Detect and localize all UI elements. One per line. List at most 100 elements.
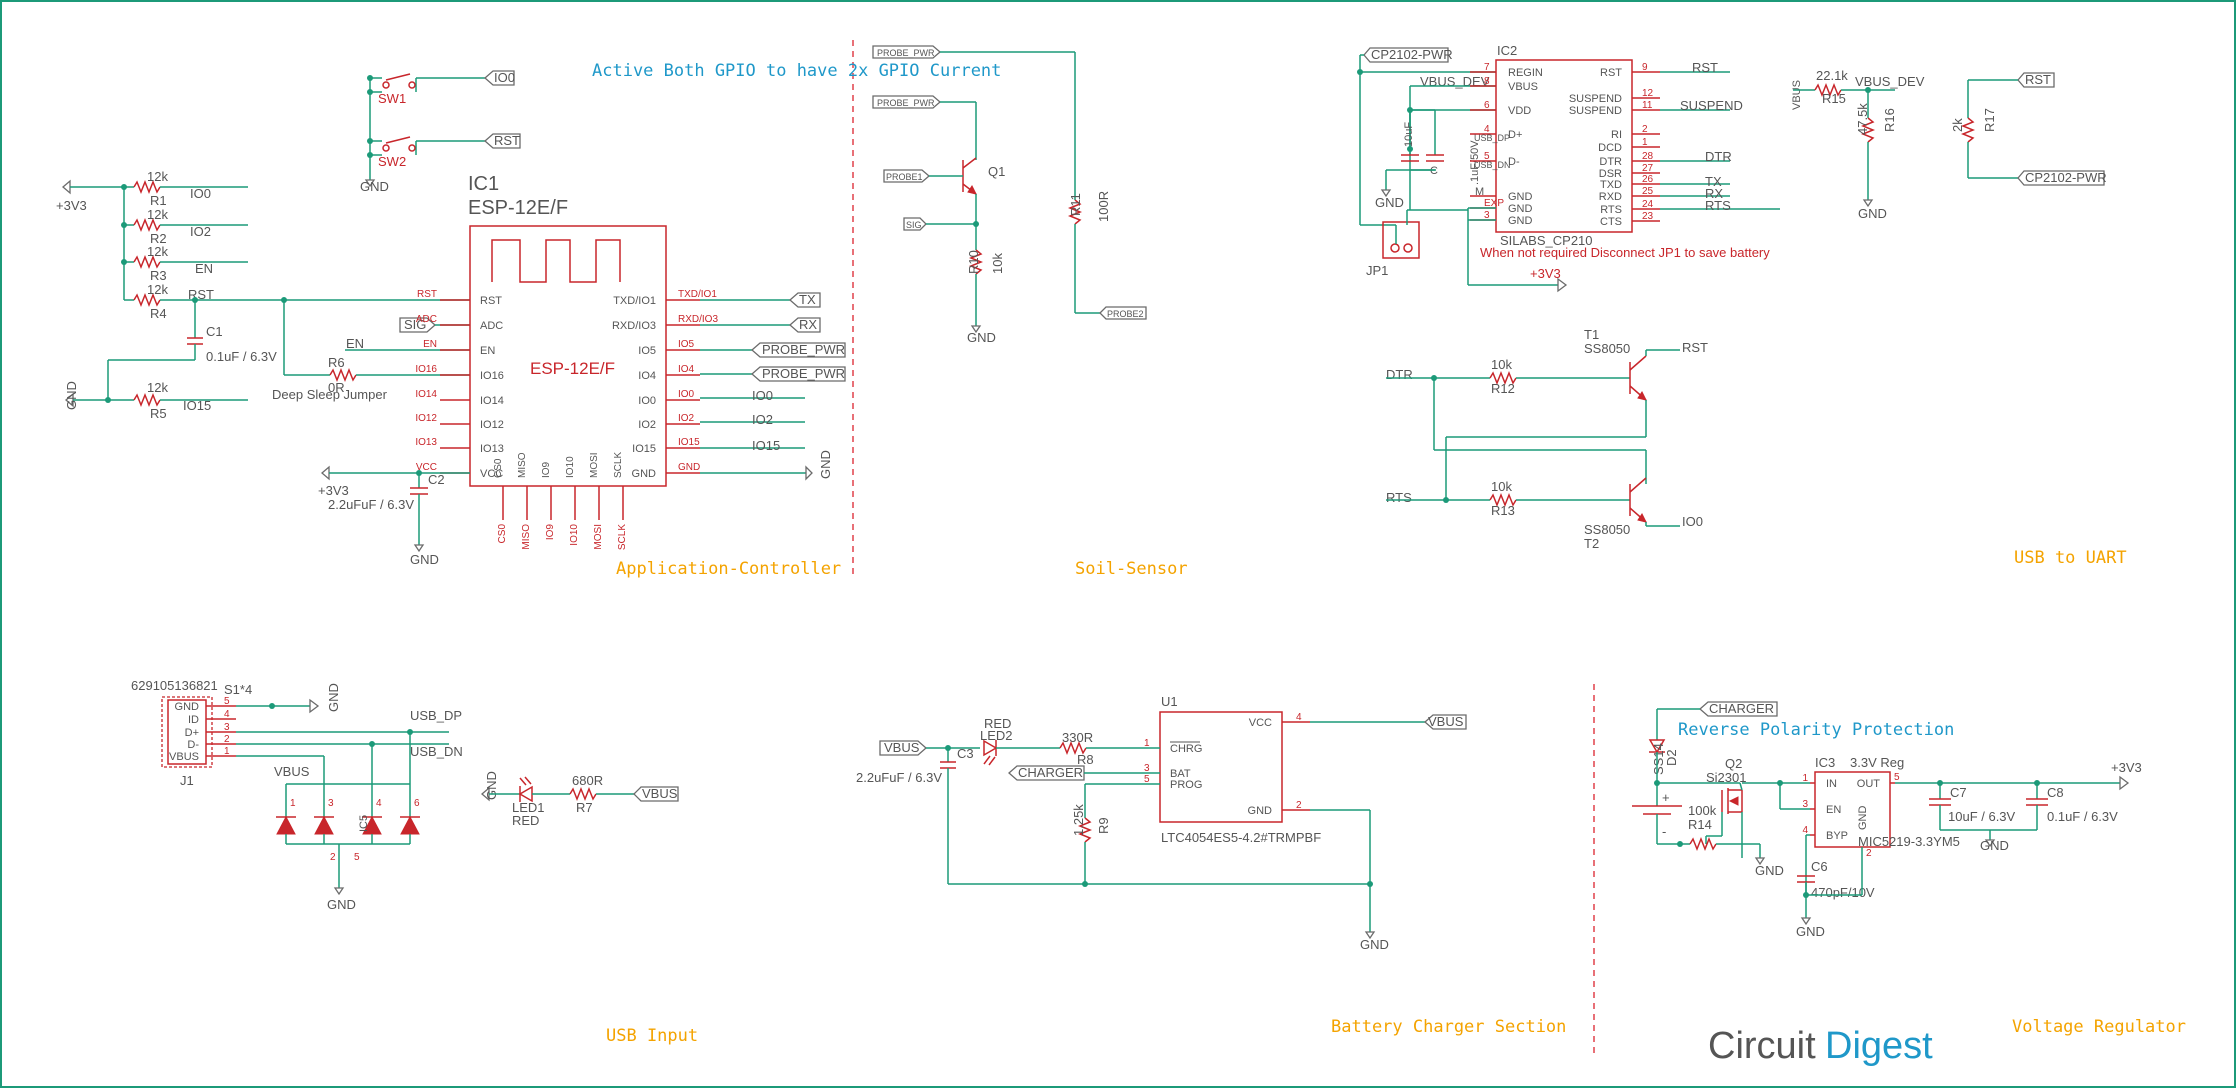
u1-left-pin-num: 3 [1144, 763, 1150, 774]
mcu-left-pin-num: EN [423, 339, 437, 350]
uart-cap-gnd-label: GND [1375, 195, 1404, 210]
r16-value: 47.5k [1855, 103, 1870, 135]
ic2-right-pin-label: CTS [1600, 216, 1622, 228]
led2-symbol [983, 739, 998, 766]
tvs-gnd-symbol [333, 887, 345, 896]
gnd-right-symbol [805, 465, 813, 481]
v33-out-arrow [2119, 775, 2130, 791]
v33-uart-arrow [1557, 277, 1568, 293]
ic3-part: MIC5219-3.3YM5 [1858, 834, 1960, 849]
r16-ref: R16 [1882, 108, 1897, 132]
svg-text:+: + [1662, 790, 1670, 805]
ic2-left-pin-num: EXP [1484, 198, 1504, 209]
j1-pin-label: VBUS [169, 751, 199, 763]
vreg-charger-netlabel: CHARGER [1699, 701, 1778, 717]
svg-text:RST: RST [494, 133, 520, 148]
ic2-left-pin-num: 3 [1484, 210, 1490, 221]
tvs-pin-num: 2 [330, 852, 336, 863]
led1-vbus-netlabel: VBUS [633, 786, 679, 802]
r8-value: 330R [1062, 730, 1093, 745]
app-controller-block: SW1 SW2 GND IO0 RST +3V3 12k R1 IO0 [56, 70, 846, 567]
sw1-label: SW1 [378, 91, 406, 106]
mcu-ref: IC1 [468, 173, 499, 195]
ic2-right-pin-label: TXD [1600, 179, 1622, 191]
mcu-right-pin-num: GND [678, 462, 700, 473]
dtr-net-label: DTR [1386, 367, 1413, 382]
svg-text:IO15: IO15 [183, 398, 211, 413]
r14-value: 100k [1688, 803, 1717, 818]
c-small-ref: C [1430, 165, 1438, 177]
soil-gnd-label: GND [967, 330, 996, 345]
q1-label: Q1 [988, 164, 1005, 179]
u1-right-pin-num: 4 [1296, 712, 1302, 723]
jp1-note: When not required Disconnect JP1 to save… [1480, 245, 1770, 260]
r10-ref: R10 [966, 250, 981, 274]
tvs-diode [314, 815, 334, 835]
probe-pwr-netlabel-2: PROBE_PWR [751, 366, 846, 382]
section-usb-title: USB Input [606, 1026, 698, 1046]
svg-text:SIG: SIG [906, 220, 922, 230]
led1-gnd-label: GND [484, 771, 499, 800]
u1-ref: U1 [1161, 694, 1178, 709]
mcu-bottom-pin-label: CS0 [493, 458, 504, 478]
mcu-right-pin-label: RXD/IO3 [612, 320, 656, 332]
svg-text:PROBE_PWR: PROBE_PWR [762, 342, 845, 357]
charger-netlabel: CHARGER [1008, 765, 1085, 781]
ic3-ref: IC3 [1815, 755, 1835, 770]
svg-text:PROBE1: PROBE1 [886, 172, 923, 182]
r9-ref: R9 [1096, 817, 1111, 834]
mcu-bottom-pin-num: IO10 [569, 524, 580, 546]
j1-pin-num: 3 [224, 722, 230, 733]
svg-text:PROBE_PWR: PROBE_PWR [762, 366, 845, 381]
soil-sensor-block: PROBE_PWR R11 100R PROBE2 PROBE_PWR Q1 P… [872, 45, 1147, 345]
r7-ref: R7 [576, 800, 593, 815]
t1-transistor [1629, 355, 1647, 401]
ic3-left-pin-label: EN [1826, 804, 1841, 816]
u1-right-pin-label: VCC [1249, 717, 1272, 729]
c10uf-value: 10uF [1403, 122, 1415, 147]
led1-ref: LED1 [512, 800, 545, 815]
mcu-right-pin-label: IO4 [638, 370, 656, 382]
ic3-value: 3.3V Reg [1850, 755, 1904, 770]
c6-value: 470pF/10V [1811, 885, 1875, 900]
r7-value: 680R [572, 773, 603, 788]
ic2-name: SILABS_CP210 [1500, 233, 1593, 248]
r13-value: 10k [1491, 479, 1512, 494]
tvs-pin-num: 4 [376, 798, 382, 809]
ic3-left-pin-label: BYP [1826, 830, 1848, 842]
r6-ref: R6 [328, 355, 345, 370]
ic2-ref: IC2 [1497, 43, 1517, 58]
mcu-bottom-pin-label: IO9 [541, 461, 552, 478]
sw1-symbol [382, 73, 416, 89]
mcu-right-pin-num: RXD/IO3 [678, 314, 718, 325]
u1-part: LTC4054ES5-4.2#TRMPBF [1161, 830, 1321, 845]
r14-ref: R14 [1688, 817, 1712, 832]
ic3-right-pin-num: 5 [1894, 772, 1900, 783]
usb-part-number: 629105136821 [131, 678, 218, 693]
ic2-right-pin-num: 11 [1642, 100, 1653, 111]
tvs-diode [400, 815, 420, 835]
c2-gnd-symbol [413, 544, 425, 553]
d2-ref: D2 [1664, 749, 1679, 766]
r3-resistor: 12k R3 EN [124, 244, 248, 283]
vreg-v33-label: +3V3 [2111, 760, 2142, 775]
usb-gnd-symbol [309, 698, 320, 714]
tvs-diode [276, 815, 296, 835]
q1-transistor [962, 157, 977, 195]
caps-gnd-label: GND [1980, 838, 2009, 853]
logo-digest: Digest [1825, 1025, 1933, 1067]
probe-pwr-netlabel-1: PROBE_PWR [751, 342, 846, 358]
u1-right-pin-label: GND [1248, 805, 1273, 817]
c7-value: 10uF / 6.3V [1948, 809, 2016, 824]
ic3-right-pin-label: GND [1857, 806, 1869, 831]
ic2-left-pin-label: GND [1508, 215, 1533, 227]
svg-text:VBUS: VBUS [1428, 714, 1464, 729]
svg-text:EN: EN [195, 261, 213, 276]
r6-value: 0R [328, 380, 345, 395]
r12-value: 10k [1491, 357, 1512, 372]
ic2-right-pin-label: DTR [1599, 156, 1622, 168]
section-app-title: Application-Controller [616, 559, 841, 579]
